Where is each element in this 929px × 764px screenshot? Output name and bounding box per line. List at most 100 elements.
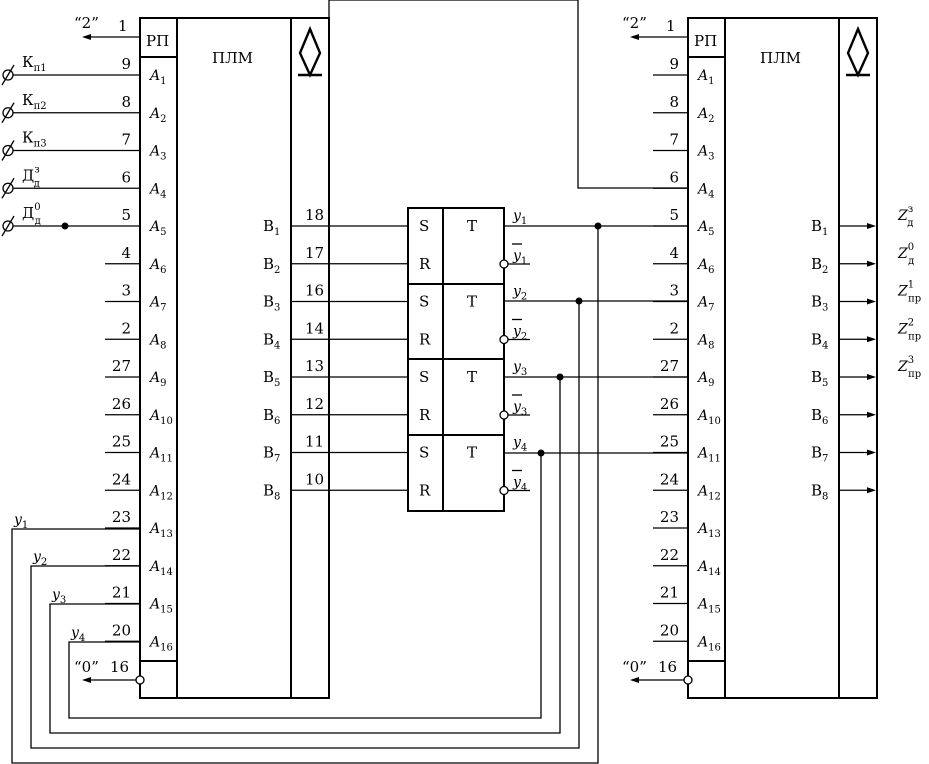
feedback-label: y4 [70,625,85,644]
trigger-r-label: R [419,482,431,500]
chip1-body [139,17,330,699]
chip1-top-pin: 1 [118,17,128,35]
chip2-body [687,17,878,699]
wire-y3-feedback [49,377,561,734]
trigger-s-label: S [419,293,429,311]
chip2-input-pin-number: 23 [660,508,679,526]
trigger-s-label: S [419,368,429,386]
chip1-input-pin-number: 20 [112,621,131,639]
chip2-bottom-pin: 16 [658,658,677,676]
chip1-input-pin-number: 4 [121,244,131,262]
chip1-input-pin-number: 7 [121,131,131,149]
chip1-input-label: A1 [148,68,167,87]
chip2-input-pin-number: 8 [669,93,679,111]
trigger-t-label: T [467,217,477,235]
chip2-output-label: B2 [811,255,828,276]
chip2-input-label: A8 [696,332,715,351]
chip1-inputs: 9A18A27A36A45A54A63A72A827A926A1025A1124… [105,55,173,653]
chip2-input-label: A4 [696,181,715,200]
chip1-input-label: A8 [148,332,167,351]
chip2-output-label: B3 [811,293,828,314]
chip2-output-label: B7 [811,444,828,465]
trigger-t-label: T [467,293,477,311]
chip1-input-pin-number: 23 [112,508,131,526]
signal-slash [1,177,15,199]
chip1-input-pin-number: 5 [121,206,131,224]
chip2-input-label: A16 [696,634,721,653]
chip1-output-label: B7 [263,444,280,465]
feedback-label: y1 [13,512,28,531]
chip1-input-label: A14 [148,559,173,578]
chip2-input-pin-number: 22 [660,546,679,564]
chip2-input-pin-number: 21 [660,584,679,602]
signal-slash [1,102,15,124]
chip2-input-pin-number: 24 [660,470,679,488]
chip2-output-arrow-icon [867,336,876,343]
chip2-input-label: A3 [696,144,715,163]
trigger-r-label: R [419,255,431,273]
chip2-output-label: B6 [811,406,828,427]
chip2-output-arrow-icon [867,374,876,380]
wire-y2-feedback [30,301,580,749]
chip1-input-label: A10 [148,408,173,427]
chip2-output-label: B4 [811,330,828,351]
trigger-nq-inversion-circle [499,485,509,496]
chip1-input-pin-number: 27 [112,357,131,375]
chip1-input-label: A6 [148,257,167,276]
trigger-nq-inversion-circle [499,334,509,345]
chip2-output-arrow-icon [867,449,876,456]
chip2: РП ПЛМ “2” 1 “0” 16 9A18A27A36A45A54A63A… [622,14,921,699]
chip2-input-label: A12 [696,483,721,502]
chip2-input-pin-number: 27 [660,357,679,375]
chip1-output-label: B8 [263,481,280,502]
chip1-input-label: A13 [148,521,173,540]
trigger-nq-label: y4 [512,475,527,494]
chip2-output-arrow-icon [867,487,876,494]
signal-slash [1,64,15,86]
signal-label: Кп2 [22,91,47,112]
trigger-q-label: y2 [512,284,527,303]
chip1-pin16-inversion-circle [135,675,145,685]
chip2-pin16-arrow-icon [630,677,639,683]
chip2-output-label: B1 [811,217,828,238]
chip2-pin16-inversion-circle [683,675,693,685]
chip2-title: ПЛМ [760,49,801,67]
chip2-input-label: A14 [696,559,721,578]
chip1-input-label: A3 [148,144,167,163]
chip1-input-pin-number: 25 [112,433,131,451]
chip2-pin1-arrow-icon [630,34,639,40]
chip2-output-arrow-icon [867,411,876,418]
chip1-input-label: A5 [148,219,167,238]
chip1-input-label: A7 [148,295,167,314]
wire-y4-feedback [68,453,542,719]
signal-label: Кп3 [22,129,47,150]
chip2-input-label: A6 [696,257,715,276]
chip2-output-label: B5 [811,368,828,389]
chip1-input-label: A11 [148,446,173,465]
trigger-s-label: S [419,444,429,462]
chip2-input-pin-number: 26 [660,395,679,413]
chip2-rp-label: РП [694,32,717,50]
chip1-input-pin-number: 24 [112,470,131,488]
chip1-output-label: B1 [263,217,280,238]
trigger-s-label: S [419,217,429,235]
trigger-nq-inversion-circle [499,259,509,269]
chip1-output-label: B5 [263,368,280,389]
chip1-output-pin-number: 12 [305,395,324,413]
signal-slash [1,140,15,161]
junction-d0 [61,222,69,230]
chip2-input-label: A15 [696,597,721,616]
trigger-q-label: y4 [512,435,527,454]
chip1-input-pin-number: 6 [121,168,131,186]
chip2-top-quote: “2” [622,14,647,32]
